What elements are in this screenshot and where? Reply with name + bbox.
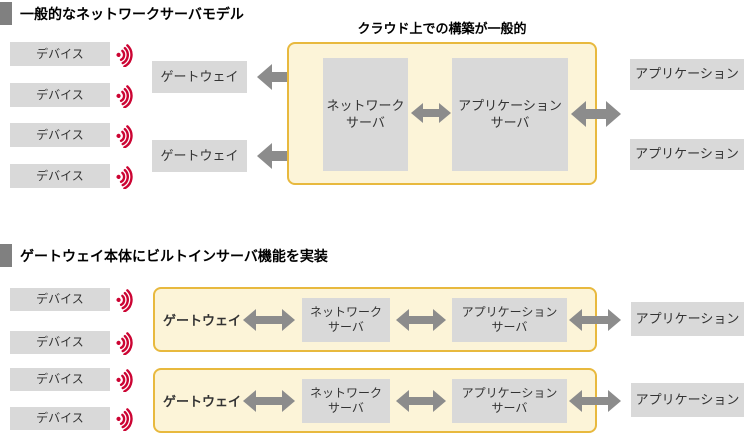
gateway-box: ゲートウェイ xyxy=(152,61,247,93)
double-arrow-icon xyxy=(243,309,295,331)
application-server-box: アプリケーション サーバ xyxy=(452,58,568,171)
double-arrow-icon xyxy=(571,101,621,127)
section-title: 一般的なネットワークサーバモデル xyxy=(20,6,244,22)
wireless-signal-icon xyxy=(116,332,133,355)
section-title: ゲートウェイ本体にビルトインサーバ機能を実装 xyxy=(20,248,328,264)
application-box: アプリケーション xyxy=(631,302,744,336)
double-arrow-icon xyxy=(569,390,621,412)
gateway-label: ゲートウェイ xyxy=(163,313,242,328)
wireless-signal-icon xyxy=(116,369,133,392)
section-marker xyxy=(0,244,12,267)
double-arrow-icon xyxy=(396,309,446,331)
double-arrow-icon xyxy=(411,103,451,123)
wireless-signal-icon xyxy=(116,85,133,108)
double-arrow-icon xyxy=(396,390,446,412)
gateway-box: ゲートウェイ xyxy=(152,140,247,172)
wireless-signal-icon xyxy=(116,125,133,148)
application-box: アプリケーション xyxy=(630,139,744,170)
application-box: アプリケーション xyxy=(631,383,744,417)
device-box: デバイス xyxy=(10,42,110,66)
device-box: デバイス xyxy=(10,368,110,391)
device-box: デバイス xyxy=(10,288,110,311)
application-box: アプリケーション xyxy=(630,59,744,90)
double-arrow-icon xyxy=(243,390,295,412)
device-box: デバイス xyxy=(10,123,110,147)
wireless-signal-icon xyxy=(116,44,133,67)
wireless-signal-icon xyxy=(116,289,133,312)
network-server-box: ネットワーク サーバ xyxy=(302,298,390,342)
device-box: デバイス xyxy=(10,164,110,188)
device-box: デバイス xyxy=(10,331,110,354)
device-box: デバイス xyxy=(10,407,110,430)
gateway-label: ゲートウェイ xyxy=(163,394,242,409)
double-arrow-icon xyxy=(569,309,621,331)
application-server-box: アプリケーション サーバ xyxy=(452,298,567,342)
network-server-box: ネットワーク サーバ xyxy=(323,58,408,171)
section-marker xyxy=(0,2,12,25)
application-server-box: アプリケーション サーバ xyxy=(452,379,567,423)
cloud-caption: クラウド上での構築が一般的 xyxy=(357,21,527,36)
wireless-signal-icon xyxy=(116,166,133,189)
device-box: デバイス xyxy=(10,83,110,107)
network-server-box: ネットワーク サーバ xyxy=(302,379,390,423)
wireless-signal-icon xyxy=(116,408,133,431)
